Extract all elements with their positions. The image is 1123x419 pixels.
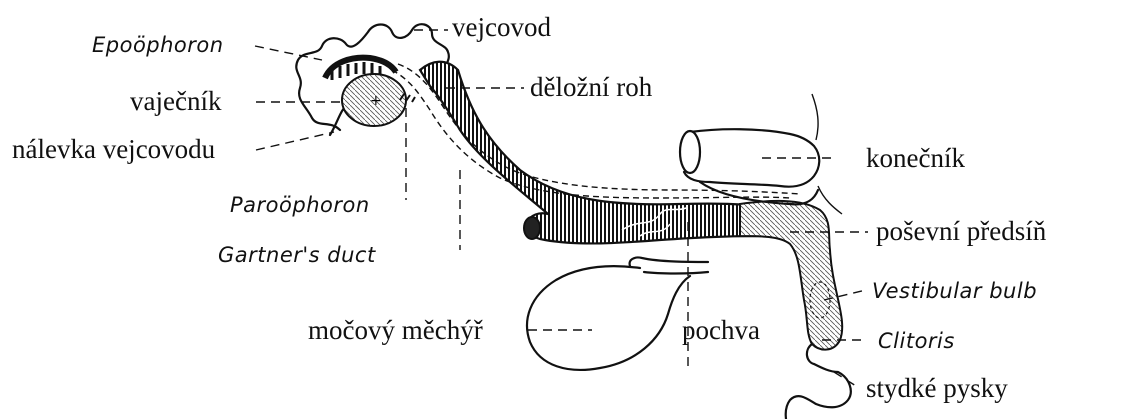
label-posevni-predsin: poševní předsíň — [876, 216, 1047, 246]
body-contour — [812, 94, 842, 214]
label-vestibular-bulb: Vestibular bulb — [872, 279, 1037, 303]
labels: Epoöphoron vejcovod vaječník děložní roh… — [12, 12, 1047, 403]
label-konecnik: konečník — [866, 143, 965, 173]
label-vejcovod: vejcovod — [452, 12, 551, 42]
leader-nalevka — [256, 132, 334, 150]
label-mocovy-mechyr: močový měchýř — [308, 315, 483, 345]
label-stydke-pysky: stydké pysky — [866, 373, 1008, 403]
rectum-end-shape — [680, 131, 700, 173]
ovary-center-mark: + — [370, 93, 382, 109]
label-pochva: pochva — [682, 315, 760, 345]
label-clitoris: Clitoris — [878, 329, 955, 353]
leader-stydke — [834, 372, 856, 386]
label-epoophoron: Epoöphoron — [92, 33, 224, 57]
bladder-shape — [527, 266, 690, 370]
label-paroophoron: Paroöphoron — [230, 193, 370, 217]
label-delozni-roh: děložní roh — [530, 72, 653, 102]
cervix-end-shape — [524, 217, 540, 239]
label-gartners-duct: Gartner's duct — [218, 243, 376, 267]
label-vajecnik: vaječník — [130, 86, 222, 116]
labia-shape — [786, 344, 851, 419]
urethra-shape — [630, 257, 708, 273]
label-nalevka: nálevka vejcovodu — [12, 134, 216, 164]
